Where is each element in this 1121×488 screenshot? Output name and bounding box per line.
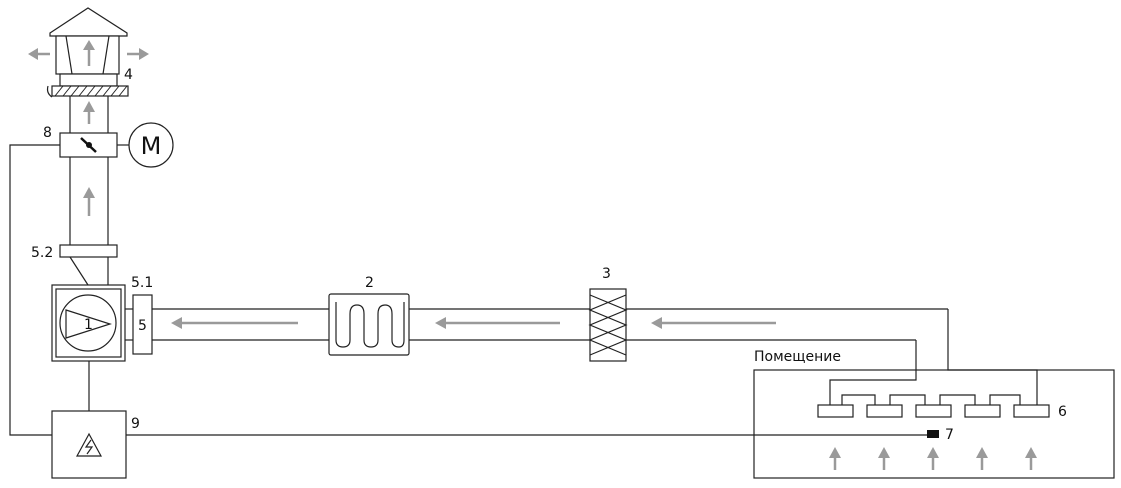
diffusers [817, 404, 1050, 418]
high-voltage-icon [75, 432, 103, 457]
label-fan: 1 [84, 317, 93, 333]
diffuser [817, 404, 854, 418]
label-diffusers: 6 [1058, 404, 1067, 420]
room-arrow-up-icon [829, 447, 841, 470]
roof-cap [28, 7, 149, 98]
filter [125, 294, 153, 355]
duct-arrow-left-icon [435, 317, 560, 329]
room-arrow-up-icon [1025, 447, 1037, 470]
label-damper: 8 [43, 125, 52, 141]
vertical-duct [69, 96, 109, 245]
label-recuperator: 3 [602, 266, 611, 282]
diffuser [915, 404, 952, 418]
label-heater: 2 [365, 275, 374, 291]
label-room: Помещение [754, 349, 841, 365]
control-wiring [9, 144, 927, 436]
room [753, 369, 1115, 479]
fan [51, 284, 126, 362]
label-filter-sensor-2: 5.2 [31, 245, 53, 261]
room-sensor [927, 430, 939, 438]
room-arrow-up-icon [878, 447, 890, 470]
control-panel [51, 410, 127, 479]
label-filter-sensor-1: 5.1 [131, 275, 153, 291]
label-room-sensor: 7 [945, 427, 954, 443]
duct-arrow-up-icon [83, 187, 95, 216]
room-arrow-up-icon [927, 447, 939, 470]
room-arrow-up-icon [976, 447, 988, 470]
diffuser [866, 404, 903, 418]
label-roof-cap: 4 [124, 67, 133, 83]
heater [328, 293, 410, 356]
horizontal-duct [152, 308, 948, 341]
damper [59, 132, 130, 158]
exhaust-arrow-up-icon [83, 40, 95, 66]
recuperator [588, 288, 628, 362]
label-control-panel: 9 [131, 416, 140, 432]
motor-label: M [141, 132, 162, 160]
diffuser [1013, 404, 1050, 418]
exhaust-arrow-right-icon [127, 48, 149, 60]
diffuser [964, 404, 1001, 418]
label-filter: 5 [138, 318, 147, 334]
duct-arrow-left-icon [171, 317, 298, 329]
room-air-arrows [829, 447, 1037, 470]
filter-sensor-2 [59, 244, 118, 258]
motor-icon: M [128, 122, 174, 168]
duct-arrow-up-icon [83, 101, 95, 124]
exhaust-arrow-left-icon [28, 48, 50, 60]
duct-arrow-left-icon [651, 317, 776, 329]
distribution-piping [829, 309, 1038, 405]
